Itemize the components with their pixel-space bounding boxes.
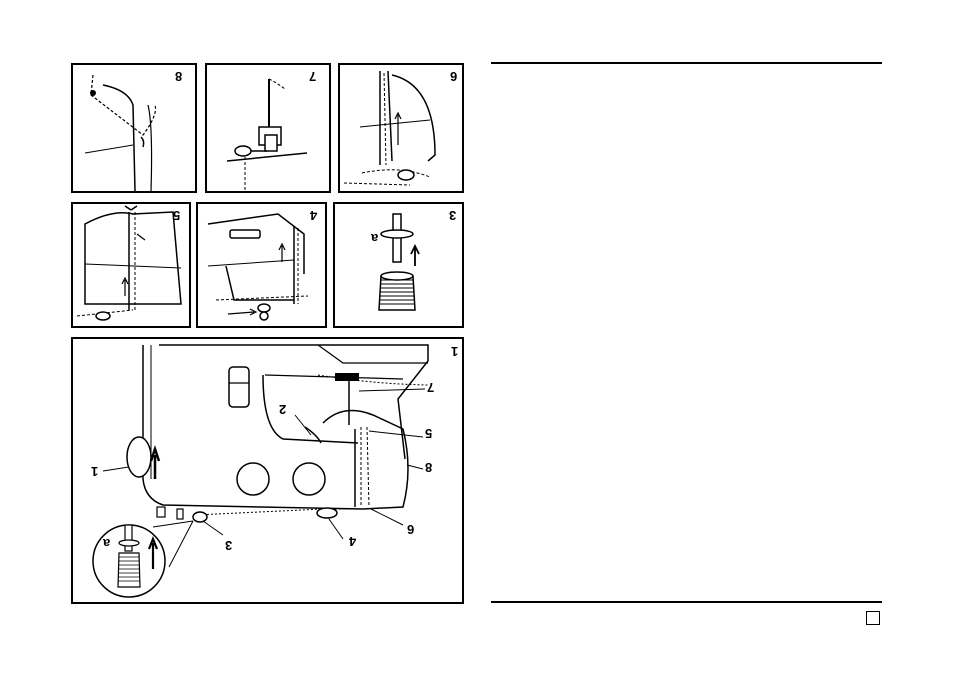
panel-step-6: 6: [338, 63, 464, 193]
top-rule: [491, 62, 882, 64]
callout-5: 5: [425, 427, 432, 440]
callout-3: 3: [225, 539, 232, 552]
page-number-box: [866, 611, 880, 625]
panel-step-1: 1 1 2 3 4 5 6 7 8 a: [71, 337, 464, 604]
callout-6: 6: [407, 523, 414, 536]
step-5-illustration: [73, 204, 189, 326]
panel-step-4: 4: [196, 202, 327, 328]
step-6-illustration: [340, 65, 462, 191]
step-4-illustration: [198, 204, 325, 326]
panel-number: 8: [175, 70, 182, 83]
panel-step-8: 8: [71, 63, 197, 193]
panel-number: 5: [173, 209, 180, 222]
panel-number: 6: [450, 70, 457, 83]
panel-number: 1: [451, 345, 458, 358]
callout-4: 4: [349, 535, 356, 548]
panel-number: 3: [449, 209, 456, 222]
callout-1: 1: [91, 465, 98, 478]
callout-8: 8: [425, 461, 432, 474]
callout-2: 2: [279, 403, 286, 416]
panel-number: 7: [309, 70, 316, 83]
panel-step-5: 5: [71, 202, 191, 328]
callout-a: a: [103, 537, 110, 550]
step-1-machine-illustration: [73, 339, 462, 602]
panel-step-7: 7: [205, 63, 331, 193]
panel-step-3: 3 a: [333, 202, 464, 328]
callout-7: 7: [427, 381, 434, 394]
bottom-rule: [491, 601, 882, 603]
panel-number: 4: [310, 209, 317, 222]
label-a: a: [371, 232, 378, 245]
step-3-illustration: [335, 204, 462, 326]
